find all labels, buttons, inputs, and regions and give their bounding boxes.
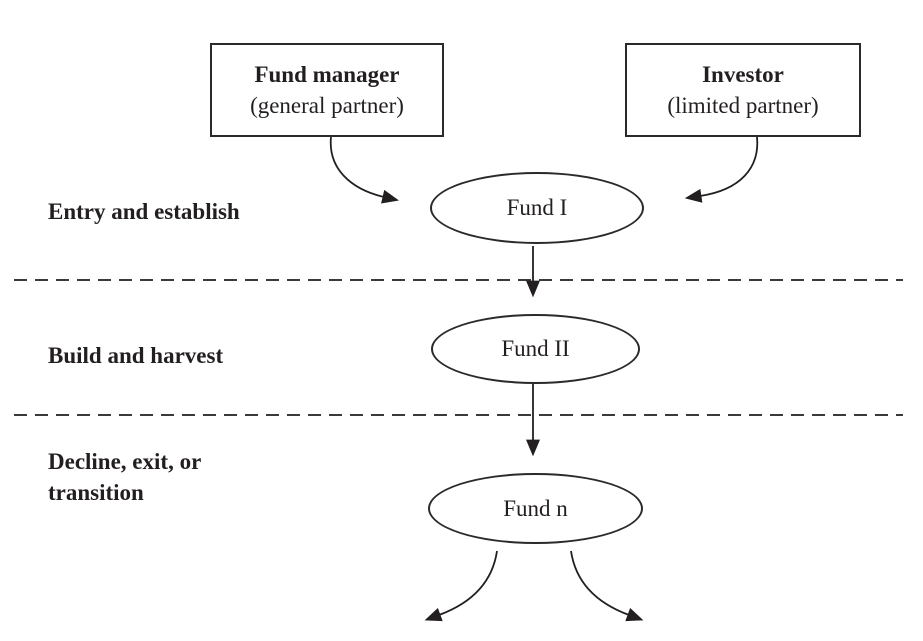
fund-manager-title: Fund manager [254,62,400,87]
fund3-node: Fund n [428,473,643,544]
arrow-fund3-exit-left [424,550,498,622]
fund-manager-box: Fund manager (general partner) [210,43,444,137]
arrow-fund3-exit-right [570,550,644,622]
fund3-label: Fund n [503,495,568,521]
fund1-node: Fund I [430,172,644,244]
stage-label-decline: Decline, exit, or transition [48,446,201,508]
investor-box: Investor (limited partner) [625,43,861,137]
stage-label-entry-text: Entry and establish [48,199,240,224]
stage-label-build: Build and harvest [48,340,223,371]
stage-label-entry: Entry and establish [48,196,240,227]
arrow-fund-manager-to-fund1 [329,136,399,204]
fund1-label: Fund I [506,195,568,220]
stage-label-decline-line2: transition [48,480,144,505]
investor-subtitle: (limited partner) [667,93,819,118]
fund-manager-subtitle: (general partner) [250,93,404,118]
fund2-label: Fund II [501,336,570,361]
arrow-investor-to-fund1 [684,136,759,203]
stage-label-build-text: Build and harvest [48,343,224,368]
fund2-node: Fund II [431,314,640,384]
investor-title: Investor [702,62,784,87]
stage-label-decline-line1: Decline, exit, or [48,449,202,474]
